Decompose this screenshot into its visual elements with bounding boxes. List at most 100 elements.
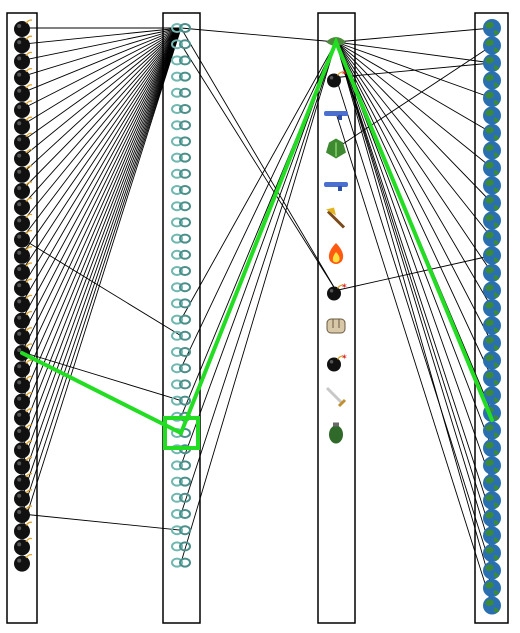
bomb-icon[interactable] [14, 229, 33, 248]
bomb-icon[interactable]: ✶ [327, 282, 348, 301]
globe-icon[interactable] [483, 509, 501, 527]
chain-link-icon[interactable] [171, 120, 191, 131]
grenade-icon[interactable] [329, 422, 343, 444]
globe-icon[interactable] [483, 106, 501, 125]
bomb-icon[interactable] [14, 19, 33, 37]
chain-link-icon[interactable] [171, 347, 191, 357]
bomb-icon[interactable] [14, 472, 33, 491]
globe-icon[interactable] [483, 439, 501, 457]
bomb-icon[interactable] [14, 278, 33, 297]
globe-icon[interactable] [483, 579, 501, 597]
globe-icon[interactable] [483, 176, 501, 195]
chain-link-icon[interactable] [171, 104, 191, 114]
globe-icon[interactable] [483, 194, 501, 212]
bomb-icon[interactable] [14, 294, 33, 313]
globe-icon[interactable] [483, 159, 501, 177]
chain-link-icon[interactable] [171, 557, 191, 568]
globe-icon[interactable] [483, 211, 501, 230]
globe-icon[interactable] [483, 229, 501, 247]
chain-link-icon[interactable] [171, 71, 191, 82]
sword-icon[interactable] [325, 386, 347, 408]
globe-icon[interactable] [483, 491, 501, 510]
globe-icon[interactable] [483, 526, 501, 545]
chain-link-icon[interactable] [171, 395, 191, 406]
globe-icon[interactable] [483, 386, 501, 405]
golden-axe-icon[interactable] [326, 207, 346, 229]
globe-icon[interactable] [483, 596, 501, 615]
chain-link-icon[interactable] [171, 249, 191, 260]
bomb-icon[interactable] [14, 132, 33, 151]
globe-icon[interactable] [483, 36, 501, 55]
chain-link-icon[interactable] [171, 298, 191, 309]
globe-icon[interactable] [483, 141, 501, 160]
chain-link-icon[interactable] [171, 87, 191, 98]
bomb-icon[interactable] [14, 537, 33, 556]
globe-icon[interactable] [483, 54, 501, 72]
globe-icon[interactable] [483, 561, 501, 580]
chain-link-icon[interactable] [171, 23, 191, 33]
bomb-icon[interactable]: ✶ [327, 69, 348, 88]
bomb-icon[interactable] [14, 521, 33, 540]
bomb-icon[interactable] [14, 375, 33, 394]
globe-icon[interactable] [483, 71, 501, 90]
fire-icon[interactable] [328, 243, 344, 264]
bomb-icon[interactable] [14, 197, 33, 216]
bomb-icon[interactable] [14, 424, 33, 442]
globe-icon[interactable] [483, 316, 501, 335]
blue-gun-icon[interactable] [324, 182, 348, 191]
chain-link-icon[interactable] [171, 509, 191, 519]
chain-link-icon[interactable] [171, 330, 191, 341]
bomb-icon[interactable] [14, 505, 33, 523]
globe-icon[interactable] [483, 246, 501, 265]
bomb-icon[interactable] [14, 440, 33, 459]
chain-link-icon[interactable] [171, 492, 191, 503]
bomb-icon[interactable] [14, 148, 33, 167]
chain-link-icon[interactable] [171, 266, 191, 276]
chain-link-icon[interactable] [171, 541, 191, 552]
chain-link-icon[interactable] [171, 363, 191, 374]
globe-icon[interactable] [483, 334, 501, 352]
chain-link-icon[interactable] [171, 476, 191, 487]
globe-icon[interactable] [483, 369, 501, 387]
bomb-icon[interactable] [14, 51, 33, 70]
chain-link-icon[interactable] [171, 136, 191, 147]
chain-link-icon[interactable] [171, 185, 191, 195]
chain-link-icon[interactable] [171, 460, 191, 471]
globe-icon[interactable] [483, 89, 501, 107]
bomb-icon[interactable] [14, 84, 33, 102]
bomb-icon[interactable] [14, 391, 33, 410]
bomb-icon[interactable] [14, 116, 33, 135]
bomb-icon[interactable] [14, 359, 33, 378]
globe-icon[interactable] [483, 351, 501, 370]
chain-link-icon[interactable] [171, 282, 191, 293]
chain-link-icon[interactable] [171, 55, 191, 66]
fist-icon[interactable] [326, 318, 346, 334]
chain-link-icon[interactable] [171, 314, 191, 325]
chain-link-icon[interactable] [171, 39, 191, 50]
bomb-icon[interactable] [14, 456, 33, 475]
bomb-icon[interactable] [14, 100, 33, 118]
globe-icon[interactable] [483, 474, 501, 492]
globe-icon[interactable] [483, 281, 501, 300]
green-plant-icon[interactable] [326, 138, 346, 159]
chain-link-icon[interactable] [171, 168, 191, 179]
chain-link-icon[interactable] [171, 217, 191, 228]
globe-icon[interactable] [483, 299, 501, 317]
bomb-icon[interactable] [14, 489, 33, 507]
chain-link-icon[interactable] [171, 379, 191, 390]
blue-gun-icon[interactable] [324, 111, 348, 120]
bomb-icon[interactable] [14, 246, 33, 264]
bomb-icon[interactable] [14, 181, 33, 199]
bomb-icon[interactable] [14, 553, 33, 572]
globe-icon[interactable] [483, 264, 501, 282]
bomb-icon[interactable] [14, 408, 33, 426]
chain-link-icon[interactable] [171, 152, 191, 163]
bomb-icon[interactable] [14, 310, 33, 329]
bomb-icon[interactable] [14, 35, 33, 54]
globe-icon[interactable] [483, 19, 501, 37]
bomb-icon[interactable] [14, 327, 33, 345]
chain-link-icon[interactable] [171, 525, 191, 536]
globe-icon[interactable] [483, 544, 501, 562]
globe-icon[interactable] [483, 124, 501, 142]
chain-link-icon[interactable] [171, 233, 191, 244]
